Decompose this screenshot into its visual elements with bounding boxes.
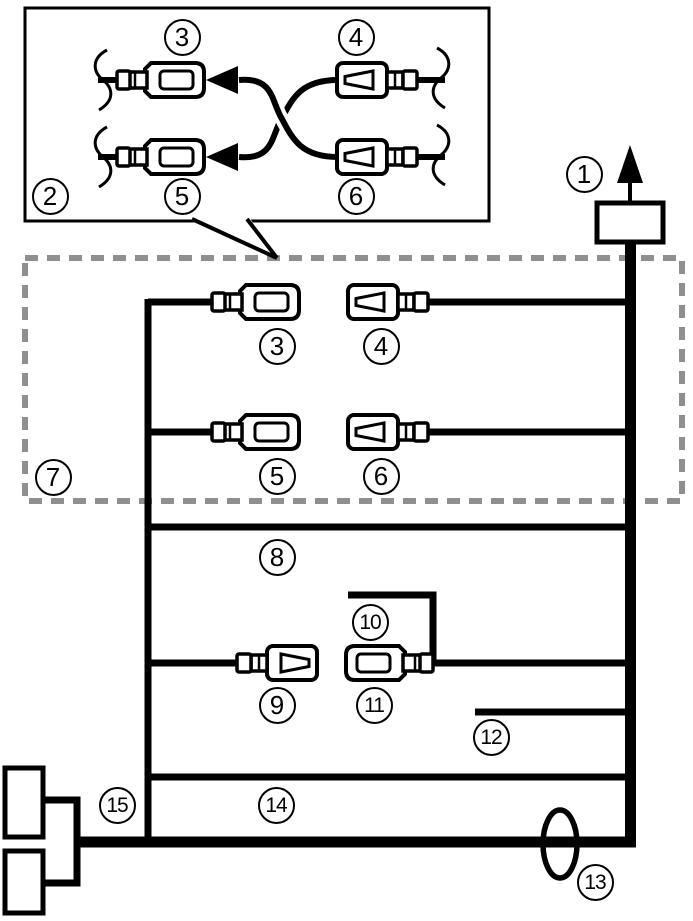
plug-1-box: [594, 200, 666, 245]
callout-label-12: 12: [472, 718, 510, 756]
ferrite-bead: [540, 807, 580, 881]
wire-10-branch: [348, 591, 437, 660]
callout-label-7: 7: [34, 458, 72, 496]
callout-label-3-inset: 3: [163, 18, 201, 56]
callout-label-3: 3: [258, 327, 296, 365]
speaker-bracket: [43, 796, 81, 887]
callout-label-5-inset: 5: [163, 177, 201, 215]
speaker-block-bottom: [2, 848, 46, 916]
left-arrow-icon-top: [206, 66, 238, 94]
callout-label-1: 1: [565, 155, 603, 193]
callout-label-4-inset: 4: [337, 18, 375, 56]
inset-box: [23, 6, 491, 223]
callout-label-6-inset: 6: [337, 177, 375, 215]
callout-label-10: 10: [351, 603, 389, 641]
male-connector-6: [346, 413, 430, 451]
left-arrow-icon-bottom: [206, 143, 238, 171]
up-arrow-icon: [617, 145, 643, 183]
inset-box-group: [23, 6, 491, 260]
inset-pointer: [191, 217, 279, 260]
callout-label-13: 13: [576, 863, 614, 901]
callout-label-9: 9: [258, 686, 296, 724]
male-connector-4: [346, 283, 430, 321]
male-connector-9: [235, 644, 319, 682]
callout-label-4: 4: [362, 327, 400, 365]
callout-label-11: 11: [355, 686, 393, 724]
crossover-wire-6-to-3: [238, 76, 339, 160]
female-connector-5: [210, 413, 301, 451]
speaker-block-top: [2, 765, 46, 840]
callout-label-5: 5: [258, 457, 296, 495]
dashed-group-box: [22, 255, 685, 504]
callout-label-8: 8: [258, 538, 296, 576]
female-connector-11: [344, 644, 435, 682]
callout-label-6: 6: [362, 457, 400, 495]
harness-wires: [148, 298, 632, 781]
callout-label-2: 2: [31, 177, 69, 215]
main-diagram: [2, 145, 685, 916]
callout-label-14: 14: [257, 786, 295, 824]
callout-label-15: 15: [98, 786, 136, 824]
wire-break-squiggles: [93, 46, 451, 189]
female-connector-3: [210, 283, 301, 321]
